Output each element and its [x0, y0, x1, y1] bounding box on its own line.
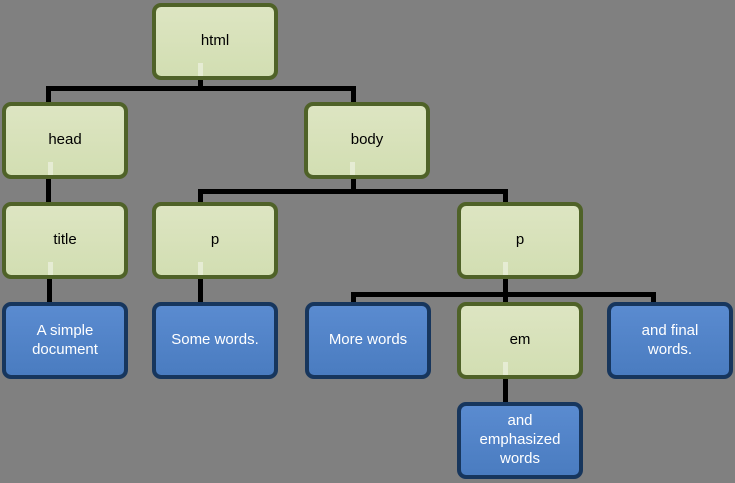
node-label: head — [48, 131, 82, 149]
node-p-first: p — [152, 202, 278, 279]
connector-notch — [503, 362, 508, 375]
connector-line — [351, 292, 356, 302]
node-html: html — [152, 3, 278, 80]
connector-notch — [48, 162, 53, 175]
connector-notch — [198, 262, 203, 275]
node-title: title — [2, 202, 128, 279]
connector-line — [198, 80, 203, 91]
connector-line — [46, 86, 356, 91]
node-label: and emphasized words — [479, 412, 561, 467]
connector-line — [503, 379, 508, 402]
node-label: em — [509, 331, 531, 349]
node-label: body — [350, 131, 384, 149]
node-label: p — [515, 231, 525, 249]
textnode-a-simple-document: A simple document — [2, 302, 128, 379]
connector-line — [198, 189, 508, 194]
node-label: More words — [328, 331, 408, 349]
connector-notch — [503, 262, 508, 275]
textnode-more-words: More words — [305, 302, 431, 379]
node-head: head — [2, 102, 128, 179]
node-p-second: p — [457, 202, 583, 279]
node-label: title — [53, 231, 77, 249]
connector-line — [198, 279, 203, 302]
connector-line — [46, 179, 51, 202]
connector-line — [47, 279, 52, 302]
connector-line — [198, 189, 203, 202]
node-label: and final words. — [641, 321, 699, 358]
node-body: body — [304, 102, 430, 179]
textnode-and-final-words: and final words. — [607, 302, 733, 379]
connector-notch — [350, 162, 355, 175]
connector-notch — [198, 63, 203, 76]
node-label: html — [200, 32, 230, 50]
node-em: em — [457, 302, 583, 379]
node-label: A simple document — [32, 321, 98, 358]
connector-line — [351, 86, 356, 102]
connector-line — [503, 279, 508, 297]
connector-line — [503, 189, 508, 202]
connector-line — [351, 179, 356, 194]
connector-line — [503, 292, 508, 302]
textnode-some-words: Some words. — [152, 302, 278, 379]
connector-line — [46, 86, 51, 102]
node-label: Some words. — [171, 331, 259, 349]
connector-line — [651, 292, 656, 302]
textnode-and-emphasized-words: and emphasized words — [457, 402, 583, 479]
connector-notch — [48, 262, 53, 275]
node-label: p — [210, 231, 220, 249]
